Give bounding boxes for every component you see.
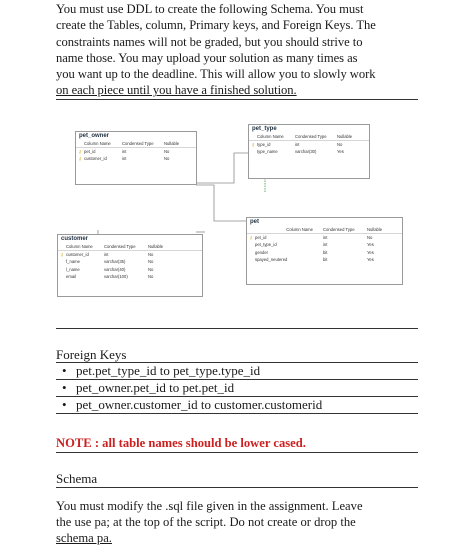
- schema-line: the use pa; at the top of the script. Do…: [56, 515, 356, 529]
- key-icon: [58, 266, 66, 273]
- intro-line: create the Tables, column, Primary keys,…: [56, 18, 376, 33]
- divider: [56, 328, 418, 329]
- key-icon: ⚷: [249, 235, 253, 240]
- schema-paragraph: You must modify the .sql file given in t…: [56, 498, 418, 546]
- pet-owner-table[interactable]: pet_owner Column Name Condensed Type Nul…: [75, 131, 197, 185]
- key-icon: [247, 256, 255, 263]
- table-row: gender bit Yes: [247, 249, 402, 256]
- schema-line: schema pa.: [56, 531, 112, 545]
- key-icon: [247, 241, 255, 248]
- table-title: customer: [61, 236, 89, 242]
- foreign-keys-list: •pet.pet_type_id to pet_type.type_id •pe…: [62, 362, 322, 413]
- schema-heading: Schema: [56, 471, 98, 486]
- divider: [56, 396, 418, 397]
- table-row: ⚷ customer_id int No: [58, 251, 202, 258]
- column-header: Column Name Condensed Type Nullable: [58, 243, 202, 251]
- key-icon: ⚷: [60, 252, 64, 257]
- key-icon: [58, 273, 66, 280]
- table-row: spayed_neutered bit Yes: [247, 256, 402, 263]
- list-item: •pet_owner.pet_id to pet.pet_id: [62, 380, 235, 395]
- key-icon: [247, 249, 255, 256]
- table-row: email varchar(100) No: [58, 273, 202, 280]
- key-icon: ⚷: [78, 149, 82, 154]
- column-header: Column Name Condensed Type Nullable: [76, 140, 196, 148]
- column-header: Column Name Condensed Type Nullable: [247, 226, 402, 234]
- column-header: Column Name Condensed Type Nullable: [249, 133, 369, 141]
- table-row: type_name varchar(30) Yes: [249, 148, 369, 155]
- list-item: •pet.pet_type_id to pet_type.type_id: [62, 363, 261, 378]
- intro-line: name those. You may upload your solution…: [56, 50, 358, 65]
- table-row: ⚷ pet_id int No: [247, 234, 402, 241]
- key-icon: [58, 258, 66, 265]
- table-title: pet: [250, 219, 259, 225]
- intro-paragraph: You must use DDL to create the following…: [56, 1, 428, 99]
- divider: [56, 362, 418, 363]
- connector-owner-type: [196, 152, 248, 184]
- table-row: f_name varchar(35) No: [58, 258, 202, 265]
- divider: [56, 487, 418, 488]
- schema-line: You must modify the .sql file given in t…: [56, 499, 363, 513]
- divider: [56, 99, 418, 100]
- intro-line: on each piece until you have a finished …: [56, 83, 297, 98]
- intro-line: you want up to the deadline. This will a…: [56, 67, 376, 82]
- customer-table[interactable]: customer Column Name Condensed Type Null…: [57, 234, 203, 297]
- divider: [56, 452, 418, 453]
- intro-line: You must use DDL to create the following…: [56, 2, 364, 16]
- table-row: ⚷ customer_id int No: [76, 155, 196, 162]
- key-icon: ⚷: [78, 156, 82, 162]
- table-row: ⚷ pet_id int No: [76, 148, 196, 155]
- key-icon: ⚷: [251, 142, 255, 147]
- table-row: ⚷ type_id int No: [249, 141, 369, 148]
- table-title: pet_type: [252, 126, 277, 132]
- table-row: pet_type_id int Yes: [247, 241, 402, 248]
- divider: [56, 379, 418, 380]
- note-text: NOTE : all table names should be lower c…: [56, 436, 306, 450]
- key-icon: [249, 148, 257, 155]
- table-title: pet_owner: [79, 133, 110, 139]
- list-item: •pet_owner.customer_id to customer.custo…: [62, 397, 323, 412]
- divider: [56, 413, 418, 414]
- connector-owner-pet: [196, 184, 246, 222]
- table-row: l_name varchar(40) No: [58, 266, 202, 273]
- foreign-keys-heading: Foreign Keys: [56, 347, 127, 362]
- pet-table[interactable]: pet Column Name Condensed Type Nullable …: [246, 217, 403, 285]
- pet-type-table[interactable]: pet_type Column Name Condensed Type Null…: [248, 124, 370, 179]
- intro-line: constraints names will not be graded, bu…: [56, 34, 363, 49]
